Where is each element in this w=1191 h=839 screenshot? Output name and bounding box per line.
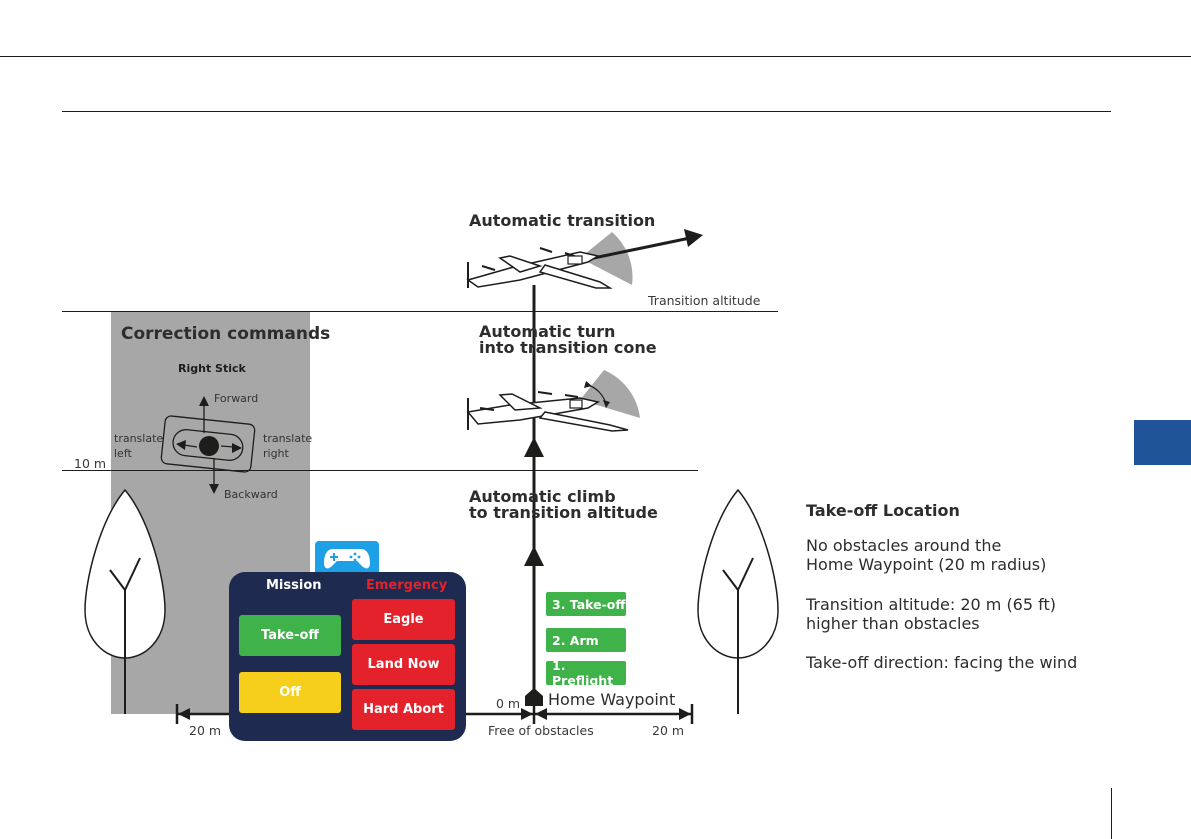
transition-cone-top <box>580 232 633 285</box>
zero-m-label: 0 m <box>496 696 521 711</box>
translate-right-label-2: right <box>263 447 289 460</box>
automatic-transition-label: Automatic transition <box>469 211 656 230</box>
translate-left-label-1: translate <box>114 432 164 445</box>
transition-arrow-head <box>684 229 703 247</box>
translate-right-label-1: translate <box>263 432 313 445</box>
free-of-obstacles-label: Free of obstacles <box>488 723 594 738</box>
chapter-tab[interactable] <box>1134 420 1191 465</box>
automatic-climb-label-1: Automatic climb <box>469 487 616 506</box>
info-p2-line1: Transition altitude: 20 m (65 ft) <box>806 595 1056 614</box>
eagle-button[interactable]: Eagle <box>352 599 455 640</box>
info-p1-line1: No obstacles around the <box>806 536 1002 555</box>
info-title: Take-off Location <box>806 501 960 520</box>
automatic-climb-label-2: to transition altitude <box>469 503 658 522</box>
top-border-line <box>0 56 1191 57</box>
climb-arrow-upper <box>524 437 544 457</box>
drone-icon <box>466 247 613 289</box>
step-takeoff[interactable]: 3. Take-off <box>546 592 626 616</box>
automatic-turn-label-1: Automatic turn <box>479 322 616 341</box>
translate-left-label-2: left <box>114 447 132 460</box>
step-preflight[interactable]: 1. Preflight <box>546 658 626 688</box>
climb-arrow-lower <box>524 546 544 566</box>
gamepad-icon[interactable] <box>315 541 379 575</box>
page-corner-line <box>1111 788 1112 839</box>
left-distance-label: 20 m <box>189 723 222 738</box>
info-p1-line2: Home Waypoint (20 m radius) <box>806 555 1047 574</box>
step-arm[interactable]: 2. Arm <box>546 628 626 652</box>
right-stick-label: Right Stick <box>178 362 246 375</box>
tree-icon-left <box>84 488 166 714</box>
mission-header: Mission <box>266 578 322 593</box>
automatic-turn-label-2: into transition cone <box>479 338 657 357</box>
land-now-button[interactable]: Land Now <box>352 644 455 685</box>
ten-m-line <box>62 470 698 471</box>
right-distance-label: 20 m <box>652 723 685 738</box>
takeoff-button[interactable]: Take-off <box>239 615 341 656</box>
transition-altitude-label: Transition altitude <box>648 293 761 308</box>
emergency-header: Emergency <box>366 578 448 593</box>
transition-altitude-line <box>62 311 778 312</box>
correction-title: Correction commands <box>121 324 331 344</box>
stick-icon <box>160 396 256 494</box>
hard-abort-button[interactable]: Hard Abort <box>352 689 455 730</box>
info-p2-line2: higher than obstacles <box>806 614 980 633</box>
home-icon <box>525 688 543 706</box>
tree-icon-right <box>697 488 779 714</box>
forward-label: Forward <box>214 392 259 405</box>
ten-m-label: 10 m <box>74 456 107 471</box>
info-p3: Take-off direction: facing the wind <box>806 653 1078 672</box>
off-button[interactable]: Off <box>239 672 341 713</box>
transition-cone-mid <box>580 370 640 418</box>
backward-label: Backward <box>224 488 278 501</box>
home-waypoint-label: Home Waypoint <box>548 690 676 709</box>
drone-icon-mid <box>466 391 629 432</box>
header-rule <box>62 111 1111 112</box>
